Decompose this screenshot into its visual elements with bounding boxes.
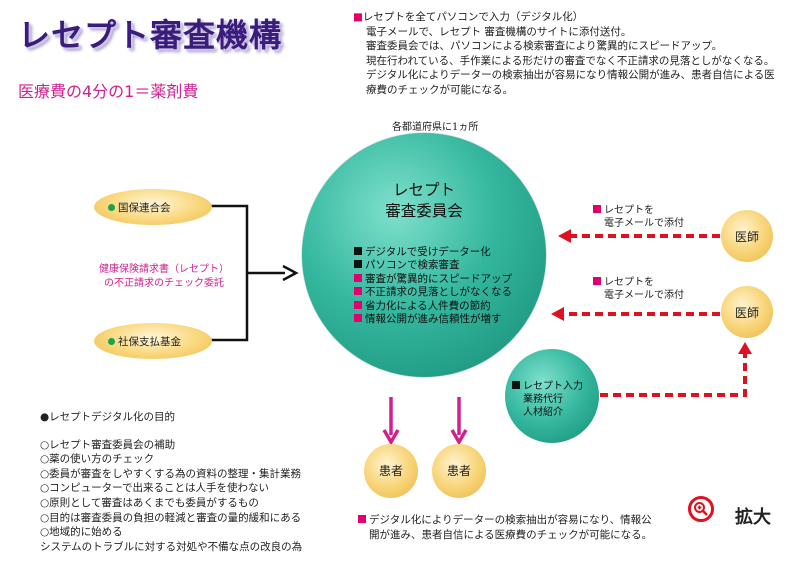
review-committee-circle: [302, 133, 546, 377]
review-committee-list: デジタルで受けデーター化 パソコンで検索審査 審査が驚異的にスピードアップ 不正…: [354, 246, 512, 326]
list-item: ○レセプト審査委員会の補助: [40, 438, 176, 451]
doctor1-label: 医師: [734, 230, 759, 244]
top-description-line: 審査委員会では、パソコンによる検索審査により驚異的にスピードアップ。: [366, 40, 723, 53]
top-description-line: デジタル化によりデーターの検索抽出が容易になり情報公開が進み、患者自信による医: [366, 69, 775, 82]
list-item: ○薬の使い方のチェック: [40, 453, 155, 466]
doctor1-note: レセプトを 電子メールで添付: [593, 204, 684, 230]
doctor2-circle: [721, 286, 773, 338]
black-square-icon: [512, 381, 520, 389]
top-description-line: 現在行われている、手作業による形だけの審査でなく不正請求の見落としがなくなる。: [366, 54, 775, 67]
top-description: ■レセプトを全てパソコンで入力（デジタル化） 電子メールで、レセプト 審査機構の…: [353, 10, 793, 98]
pink-square-icon: ■: [353, 11, 363, 23]
list-item: 審査が驚異的にスピードアップ: [354, 273, 512, 286]
center-to-patient2-arrowhead: [450, 429, 468, 446]
list-item: 情報公開が進み信頼性が増す: [354, 313, 512, 326]
pink-square-icon: [593, 277, 601, 285]
page-title: レセプト審査機構: [18, 16, 283, 54]
doctor2-label: 医師: [734, 306, 759, 320]
doctor2-arrowhead: [551, 307, 564, 321]
prefecture-label: 各都道府県に1ヵ所: [392, 122, 479, 133]
patient1-label: 患者: [378, 464, 403, 478]
list-item: デジタルで受けデーター化: [354, 246, 512, 259]
top-description-line: 電子メールで、レセプト 審査機構のサイトに添付送付。: [366, 25, 632, 38]
list-item: 省力化による人件費の節約: [354, 300, 512, 313]
list-item: パソコンで検索審査: [354, 259, 512, 272]
org-to-center-arrow: [282, 264, 299, 282]
zoom-label[interactable]: 拡大: [735, 507, 771, 528]
list-item: ○コンピューターで出来ることは人手を使わない: [40, 482, 270, 495]
green-dot-icon: [108, 338, 115, 345]
kokuho-label: 国保連合会: [108, 200, 171, 215]
black-square-icon: [354, 247, 362, 255]
list-item: 不正請求の見落としがなくなる: [354, 286, 512, 299]
patient2-circle: [432, 444, 486, 498]
digital-purpose-list: ●レセプトデジタル化の目的 ○レセプト審査委員会の補助 ○薬の使い方のチェック …: [40, 410, 302, 554]
agency-to-doctor-arrowhead: [738, 342, 752, 354]
list-item: システムのトラブルに対する対処や不備な点の改良の為: [40, 540, 303, 553]
list-item: ○目的は審査委員の負担の軽減と審査の量的緩和にある: [40, 511, 302, 524]
pink-square-icon: [354, 287, 362, 296]
doctor1-arrowhead: [558, 229, 571, 243]
pink-square-icon: [358, 515, 366, 523]
green-dot-icon: [108, 204, 115, 211]
patient1-circle: [364, 444, 418, 498]
list-item: ○地域的に始める: [40, 526, 123, 539]
doctor1-circle: [721, 210, 773, 262]
list-item: ○委員が審査をしやすくする為の資料の整理・集計業務: [40, 467, 302, 480]
audit-request-note: 健康保険請求書（レセプト） の不正請求のチェック委託: [99, 264, 229, 289]
top-description-line: ■レセプトを全てパソコンで入力（デジタル化）: [353, 11, 584, 23]
shaho-label: 社保支払基金: [108, 334, 181, 349]
top-description-line: 療費のチェックが可能になる。: [366, 83, 513, 96]
list-item: ○原則として審査はあくまでも委員がするもの: [40, 496, 259, 509]
page-subtitle: 医療費の4分の1＝薬剤費: [18, 82, 199, 101]
zoom-icon[interactable]: [688, 496, 714, 522]
black-square-icon: [354, 260, 362, 269]
patient2-label: 患者: [446, 464, 471, 478]
agency-to-doctor-dashed: [600, 352, 747, 397]
doctor2-note: レセプトを 電子メールで添付: [593, 276, 684, 302]
pink-square-icon: [593, 205, 601, 213]
pink-square-icon: [354, 273, 362, 282]
bottom-description: デジタル化によりデーターの検索抽出が容易になり、情報公 開が進み、患者自信による…: [358, 513, 652, 542]
agency-circle: [505, 349, 599, 443]
review-committee-title: レセプト 審査委員会: [385, 181, 463, 220]
center-to-patient1-arrowhead: [382, 429, 400, 446]
digital-purpose-heading: ●レセプトデジタル化の目的: [40, 411, 175, 423]
pink-square-icon: [354, 300, 362, 309]
agency-text: レセプト入力 業務代行 人材紹介: [512, 380, 583, 419]
pink-square-icon: [354, 314, 362, 323]
